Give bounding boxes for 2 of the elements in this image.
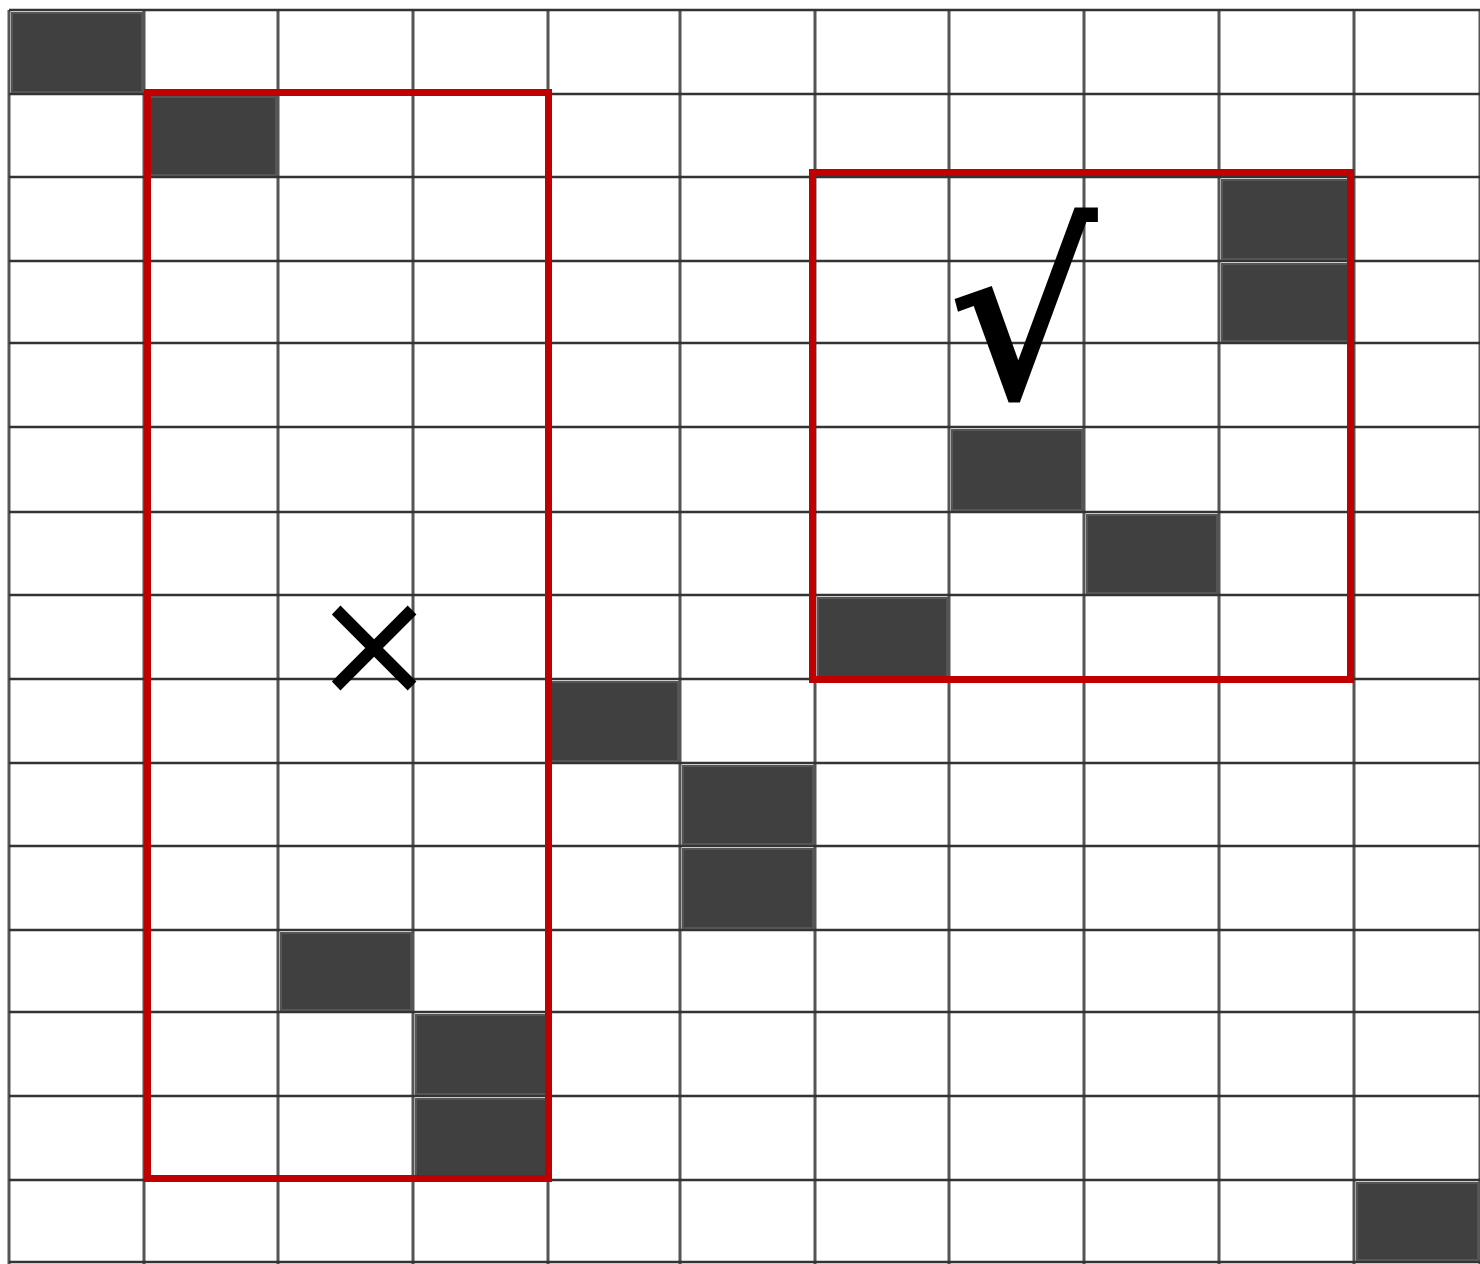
highlight-box [809, 169, 1354, 683]
highlight-box [144, 89, 552, 1182]
